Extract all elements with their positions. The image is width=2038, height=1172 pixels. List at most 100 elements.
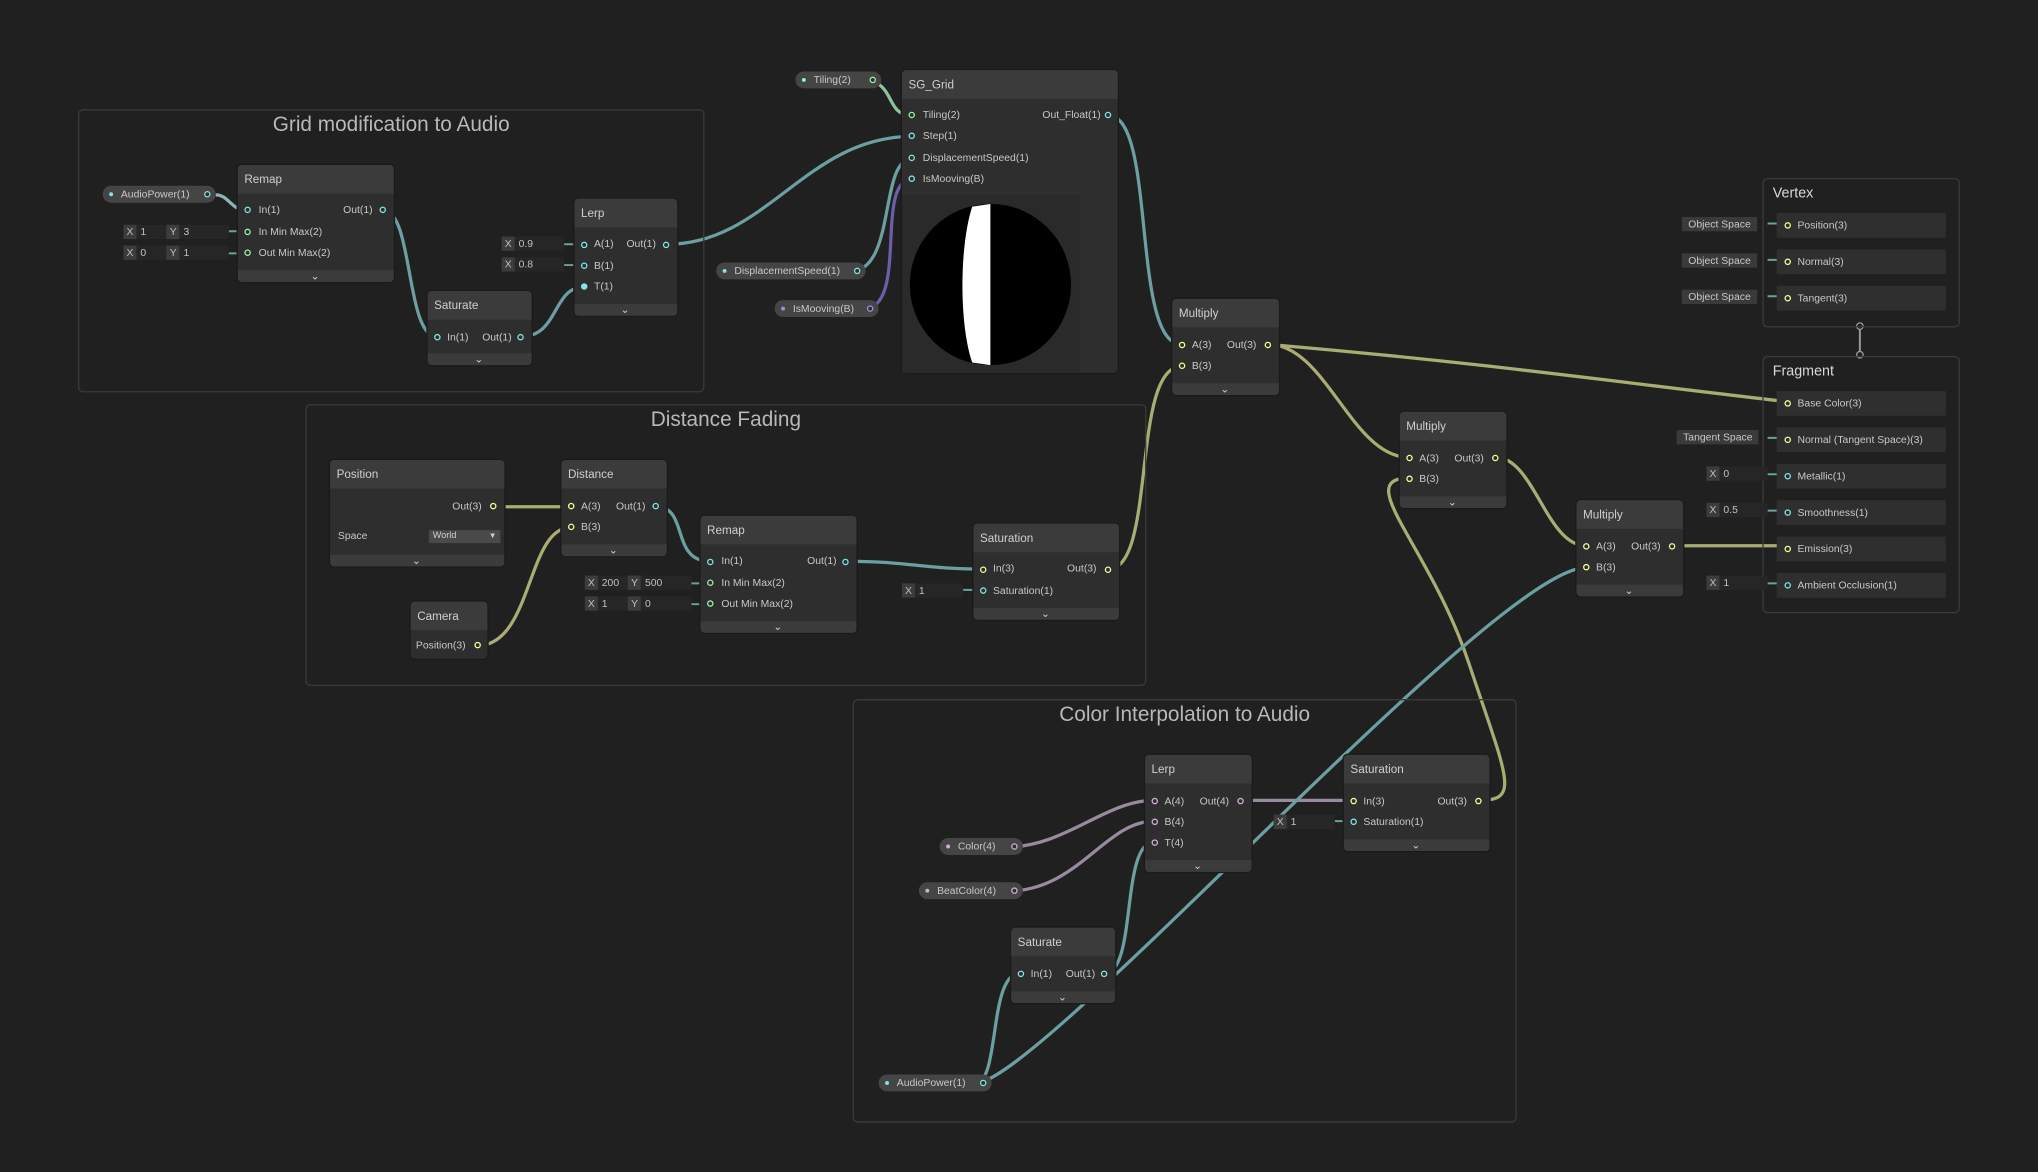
output-port[interactable]	[869, 76, 876, 84]
fragment-normal-slot[interactable]: Normal (Tangent Space)(3)	[1776, 427, 1946, 453]
expand-toggle[interactable]: ⌄	[574, 304, 678, 316]
input-port-t[interactable]	[580, 283, 588, 290]
input-port-a[interactable]	[567, 502, 575, 510]
expand-toggle[interactable]: ⌄	[1172, 383, 1279, 395]
output-port-out[interactable]	[1100, 970, 1108, 978]
expand-toggle[interactable]: ⌄	[1576, 584, 1684, 597]
master-stack-vertex[interactable]: Vertex Position(3) Normal(3) Tangent(3)	[1762, 178, 1960, 328]
output-port-out[interactable]	[1492, 454, 1499, 462]
property-audio-power-2[interactable]: AudioPower(1)	[878, 1074, 992, 1092]
output-port-out[interactable]	[1104, 566, 1112, 573]
input-port-a[interactable]	[1583, 543, 1590, 550]
node-position[interactable]: Position Out(3) Space World ▼ ⌄	[330, 459, 505, 567]
vertex-tangent-slot[interactable]: Tangent(3)	[1776, 285, 1946, 311]
input-port-in[interactable]	[1350, 797, 1357, 805]
input-port-step[interactable]	[908, 132, 915, 140]
output-port-out-float[interactable]	[1104, 111, 1112, 119]
property-displacement-speed[interactable]: DisplacementSpeed(1)	[716, 262, 866, 280]
input-port[interactable]	[1784, 509, 1791, 516]
fragment-smoothness-slot[interactable]: Smoothness(1)	[1776, 500, 1946, 525]
expand-toggle[interactable]: ⌄	[561, 544, 667, 557]
input-port-b[interactable]	[1583, 563, 1590, 571]
node-saturate[interactable]: Saturate In(1) Out(1) ⌄	[427, 291, 532, 366]
output-port-out[interactable]	[489, 502, 497, 510]
fragment-ao-slot[interactable]: Ambient Occlusion(1)	[1776, 572, 1946, 598]
master-stack-fragment[interactable]: Fragment Base Color(3) Normal (Tangent S…	[1762, 356, 1960, 614]
expand-toggle[interactable]: ⌄	[1145, 860, 1252, 872]
group-distance-fading[interactable]: Distance Fading	[305, 404, 1147, 687]
output-port-out[interactable]	[662, 241, 670, 249]
expand-toggle[interactable]: ⌄	[973, 608, 1120, 620]
node-multiply[interactable]: Multiply A(3) B(3) Out(3) ⌄	[1172, 298, 1279, 395]
node-saturate-color[interactable]: Saturate In(1) Out(1) ⌄	[1011, 927, 1116, 1004]
input-port[interactable]	[1784, 545, 1791, 553]
expand-toggle[interactable]: ⌄	[330, 554, 505, 567]
fragment-metallic-slot[interactable]: Metallic(1)	[1776, 463, 1946, 489]
node-saturation-color[interactable]: Saturation In(3) Saturation(1) Out(3) ⌄	[1343, 754, 1490, 852]
space-dropdown[interactable]: World ▼	[428, 530, 501, 544]
input-port-saturation[interactable]	[979, 587, 987, 594]
property-beat-color[interactable]: BeatColor(4)	[918, 882, 1023, 900]
normal-tangent-space-field[interactable]: Tangent Space	[1676, 430, 1759, 445]
property-is-mooving[interactable]: IsMooving(B)	[774, 300, 879, 318]
input-port-in[interactable]	[707, 558, 714, 566]
output-port-out[interactable]	[1475, 797, 1482, 805]
input-port-t[interactable]	[1151, 839, 1159, 846]
property-color[interactable]: Color(4)	[939, 838, 1023, 855]
normal-space-field[interactable]: Object Space	[1681, 253, 1758, 268]
input-port-in[interactable]	[1017, 970, 1025, 978]
input-port-a[interactable]	[580, 241, 588, 249]
expand-toggle[interactable]: ⌄	[237, 270, 394, 282]
fragment-emission-slot[interactable]: Emission(3)	[1776, 536, 1946, 562]
node-camera[interactable]: Camera Position(3)	[410, 601, 488, 659]
input-port-out-min-max[interactable]	[707, 600, 714, 607]
node-lerp-color[interactable]: Lerp A(4) B(4) T(4) Out(4) ⌄	[1145, 754, 1252, 872]
vertex-position-slot[interactable]: Position(3)	[1776, 213, 1946, 238]
input-port-b[interactable]	[1178, 362, 1186, 370]
input-port[interactable]	[1784, 472, 1791, 480]
input-port[interactable]	[1784, 258, 1791, 266]
property-audio-power[interactable]: AudioPower(1)	[102, 185, 216, 203]
output-port[interactable]	[853, 267, 861, 275]
group-grid-modification[interactable]: Grid modification to Audio	[77, 109, 705, 393]
node-sg-grid[interactable]: SG_Grid Tiling(2) Step(1) DisplacementSp…	[901, 70, 1118, 373]
node-distance[interactable]: Distance A(3) B(3) Out(1) ⌄	[561, 459, 667, 557]
node-multiply-3[interactable]: Multiply A(3) B(3) Out(3) ⌄	[1576, 500, 1684, 597]
output-port[interactable]	[979, 1079, 987, 1087]
expand-toggle[interactable]: ⌄	[1343, 839, 1490, 852]
input-port-out-min-max[interactable]	[244, 249, 251, 256]
output-port-position[interactable]	[474, 641, 481, 649]
input-port-saturation[interactable]	[1350, 818, 1357, 826]
output-port-out[interactable]	[1264, 341, 1272, 349]
tangent-space-field[interactable]: Object Space	[1681, 289, 1758, 305]
output-port-out[interactable]	[1668, 543, 1676, 550]
fragment-base-color-slot[interactable]: Base Color(3)	[1776, 391, 1946, 416]
input-port-tiling[interactable]	[908, 111, 915, 119]
output-port[interactable]	[866, 305, 874, 312]
input-port[interactable]	[1784, 436, 1791, 444]
input-port-b[interactable]	[1151, 818, 1159, 826]
output-port[interactable]	[1011, 843, 1018, 850]
input-port[interactable]	[1784, 294, 1791, 302]
input-port-a[interactable]	[1178, 341, 1186, 349]
output-port-out[interactable]	[652, 502, 659, 510]
group-color-interpolation[interactable]: Color Interpolation to Audio	[852, 699, 1517, 1123]
output-port-out[interactable]	[842, 558, 849, 566]
expand-toggle[interactable]: ⌄	[700, 621, 857, 633]
node-lerp[interactable]: Lerp A(1) B(1) T(1) Out(1) ⌄	[574, 198, 678, 316]
input-port-in-min-max[interactable]	[707, 579, 714, 586]
input-port[interactable]	[1784, 582, 1791, 589]
property-tiling[interactable]: Tiling(2)	[795, 71, 882, 89]
output-port[interactable]	[1011, 887, 1018, 894]
input-port-a[interactable]	[1406, 454, 1413, 462]
input-port-b[interactable]	[580, 262, 588, 269]
